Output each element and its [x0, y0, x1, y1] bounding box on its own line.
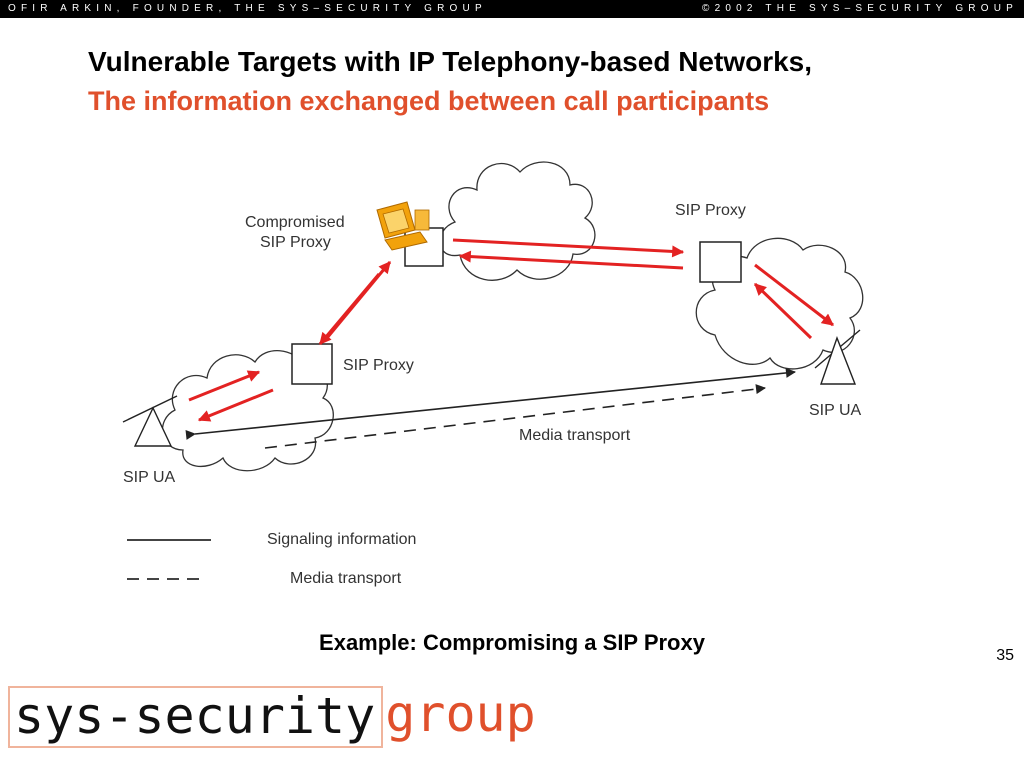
page-number: 35	[996, 647, 1014, 664]
compromised-label-2: SIP Proxy	[260, 234, 331, 251]
sip-proxy-left-label: SIP Proxy	[343, 357, 414, 374]
compromised-label-1: Compromised	[245, 214, 345, 231]
logo-suffix-text: group	[385, 685, 536, 743]
sip-ua-right-label: SIP UA	[809, 402, 862, 419]
media-transport-label: Media transport	[519, 427, 631, 444]
diagram-caption: Example: Compromising a SIP Proxy	[319, 630, 705, 655]
legend-media-label: Media transport	[290, 570, 402, 587]
top-bar: OFIR ARKIN, FOUNDER, THE SYS–SECURITY GR…	[0, 0, 1024, 18]
logo-main-text: sys-security	[8, 686, 384, 748]
media-transport-line	[264, 384, 766, 449]
sip-proxy-right-label: SIP Proxy	[675, 202, 746, 219]
slide-subtitle: The information exchanged between call p…	[88, 86, 770, 116]
cloud-top	[439, 161, 596, 281]
legend-signaling-label: Signaling information	[267, 531, 416, 548]
header-author: OFIR ARKIN, FOUNDER, THE SYS–SECURITY GR…	[8, 3, 487, 14]
sip-proxy-right-box	[699, 241, 742, 283]
sip-ua-left-label: SIP UA	[123, 469, 176, 486]
sip-ua-left-icon	[122, 395, 178, 447]
sip-proxy-left-box	[291, 343, 333, 385]
slide-title: Vulnerable Targets with IP Telephony-bas…	[88, 46, 813, 77]
signaling-media-line	[185, 367, 796, 440]
header-copyright: ©2002 THE SYS–SECURITY GROUP	[702, 3, 1018, 14]
computer-icon	[376, 201, 430, 251]
sip-proxy-diagram: Compromised SIP Proxy SIP Proxy SIP Prox…	[122, 161, 864, 587]
sip-ua-right-icon	[814, 329, 861, 385]
